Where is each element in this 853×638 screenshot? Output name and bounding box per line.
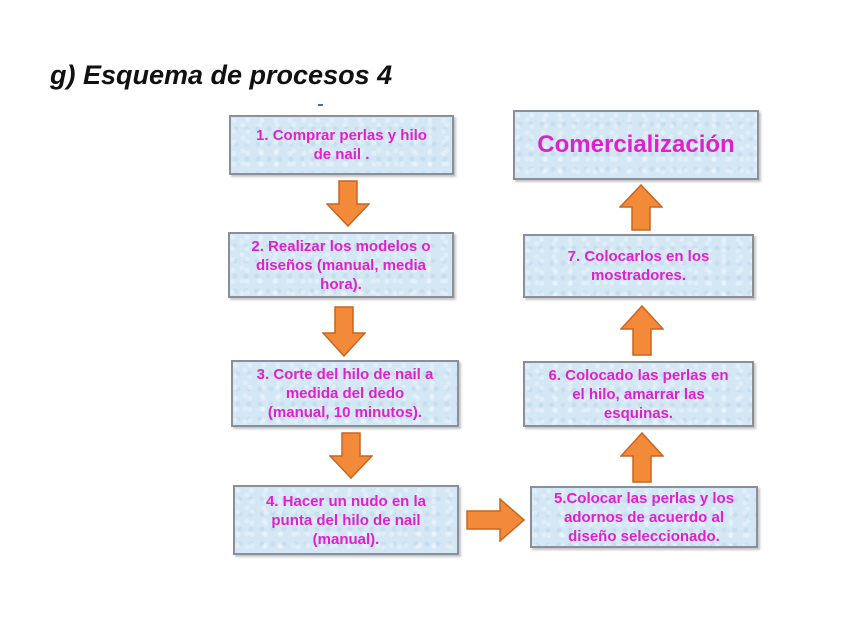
commercialization-box: Comercialización <box>513 110 759 180</box>
page-title: g) Esquema de procesos 4 <box>50 60 393 90</box>
step-4-box: 4. Hacer un nudo en la punta del hilo de… <box>233 485 459 555</box>
step-1-box: 1. Comprar perlas y hilo de nail . <box>229 115 454 175</box>
step-5-box: 5.Colocar las perlas y los adornos de ac… <box>530 486 758 548</box>
step-3-box: 3. Corte del hilo de nail a medida del d… <box>231 360 459 427</box>
step-6-box: 6. Colocado las perlas en el hilo, amarr… <box>523 361 754 427</box>
decorative-dash <box>318 104 323 106</box>
up-arrow-icon <box>620 305 664 356</box>
step-7-box: 7. Colocarlos en los mostradores. <box>523 234 754 298</box>
down-arrow-icon <box>329 432 373 480</box>
up-arrow-icon <box>620 432 664 483</box>
up-arrow-icon <box>619 184 663 231</box>
step-2-box: 2. Realizar los modelos o diseños (manua… <box>228 232 454 298</box>
down-arrow-icon <box>326 180 370 228</box>
right-arrow-icon <box>466 498 526 542</box>
down-arrow-icon <box>322 306 366 358</box>
